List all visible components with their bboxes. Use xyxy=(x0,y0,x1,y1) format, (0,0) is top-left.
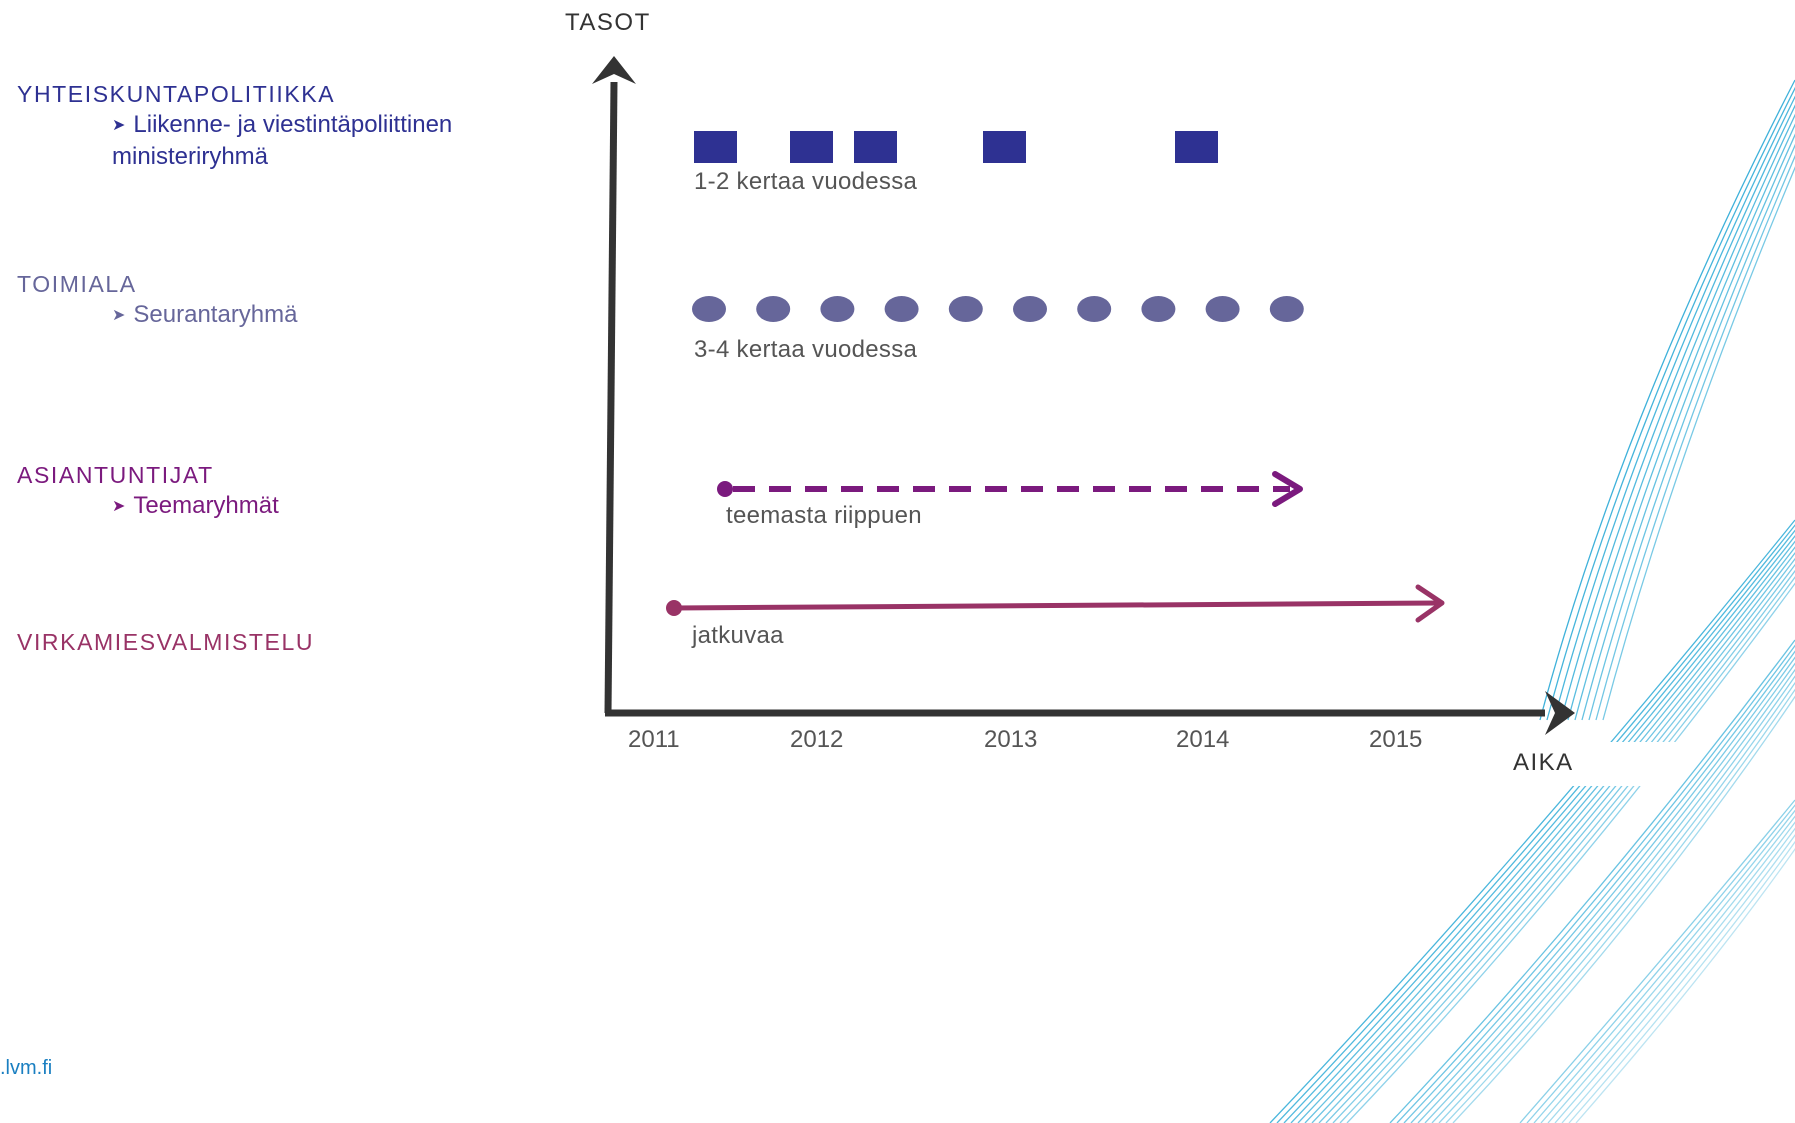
level-2-title: TOIMIALA xyxy=(17,271,137,297)
square-marker xyxy=(790,131,833,163)
decorative-curve xyxy=(1554,827,1795,1123)
decorative-curve xyxy=(1339,576,1795,1123)
circle-marker xyxy=(1013,296,1047,322)
circle-marker xyxy=(820,296,855,322)
x-axis xyxy=(605,691,1575,735)
square-marker xyxy=(1175,131,1218,163)
decorative-curve xyxy=(1332,569,1795,1123)
decorative-curve xyxy=(1389,639,1795,1123)
year-tick: 2014 xyxy=(1176,726,1230,753)
bullet-icon: ➤ xyxy=(112,117,126,134)
decorative-curve xyxy=(1547,821,1795,1123)
decorative-curve xyxy=(1539,79,1795,721)
decorative-curve xyxy=(1452,695,1795,1123)
decorative-curve xyxy=(1318,557,1795,1123)
decorative-curve xyxy=(1311,551,1795,1123)
row-4-caption: jatkuvaa xyxy=(692,622,784,649)
circle-marker xyxy=(692,296,726,322)
square-marker xyxy=(983,131,1026,163)
decorative-curve xyxy=(1431,675,1795,1123)
decorative-curve xyxy=(1526,804,1795,1123)
decorative-curve xyxy=(1424,668,1795,1123)
level-1-title: YHTEISKUNTAPOLITIIKKA xyxy=(17,81,336,107)
row-4-solid-arrow xyxy=(666,584,1445,623)
level-3-sub-text: Teemaryhmät xyxy=(133,492,279,519)
decorative-curve xyxy=(1581,133,1795,721)
decorative-curve xyxy=(1290,534,1795,1123)
decorative-curve xyxy=(1568,840,1795,1123)
decorative-curve xyxy=(1346,582,1795,1123)
decorative-curve xyxy=(1410,656,1795,1123)
row-2-caption: 3-4 kertaa vuodessa xyxy=(694,336,918,363)
decorative-curve xyxy=(1533,809,1795,1123)
decorative-curve xyxy=(1540,815,1795,1123)
level-3-sub: ➤ Teemaryhmät xyxy=(112,490,279,523)
bullet-icon: ➤ xyxy=(112,498,126,515)
circle-marker xyxy=(1205,296,1240,322)
y-axis xyxy=(592,56,636,714)
decorative-curve xyxy=(1276,524,1795,1123)
circle-marker xyxy=(756,296,791,322)
decorative-curve xyxy=(1553,95,1795,721)
row-2-markers xyxy=(692,296,1304,322)
decorative-curve xyxy=(1595,154,1795,721)
level-2-sub-text: Seurantaryhmä xyxy=(133,301,298,328)
circle-marker xyxy=(948,296,983,322)
dashed-arrow-head xyxy=(1272,471,1303,507)
decorative-curve xyxy=(1445,688,1795,1123)
decorative-curve xyxy=(1438,681,1795,1123)
x-axis-label: AIKA xyxy=(1513,749,1574,776)
circle-marker xyxy=(884,296,919,322)
decorative-curve xyxy=(1602,166,1795,721)
bullet-icon: ➤ xyxy=(112,307,126,324)
decorative-curve xyxy=(1574,123,1795,721)
level-1-sub: ➤ Liikenne- ja viestintäpoliittinen xyxy=(112,109,452,142)
label-backdrop xyxy=(1505,742,1680,786)
row-1-markers xyxy=(694,131,1218,163)
decorative-curve xyxy=(1396,644,1795,1123)
circle-marker xyxy=(1077,296,1112,322)
level-2-sub: ➤ Seurantaryhmä xyxy=(112,299,298,332)
row-1-caption: 1-2 kertaa vuodessa xyxy=(694,168,918,195)
decorative-curve xyxy=(1269,519,1795,1123)
row-3-dashed-arrow xyxy=(717,471,1303,507)
decorative-curve xyxy=(1561,834,1795,1123)
square-marker xyxy=(854,131,897,163)
footer-url: .lvm.fi xyxy=(0,1057,53,1079)
x-axis-arrowhead xyxy=(1545,691,1575,735)
decorative-curve xyxy=(1560,104,1795,721)
year-tick: 2013 xyxy=(984,726,1038,753)
decorative-curve xyxy=(1575,847,1795,1123)
level-3-title: ASIANTUNTIJAT xyxy=(17,462,214,488)
decorative-curve xyxy=(1567,113,1795,721)
level-1-sub-line2: ministeriryhmä xyxy=(112,143,269,170)
y-axis-label: TASOT xyxy=(565,9,651,36)
year-tick: 2011 xyxy=(628,726,680,753)
decorative-curve xyxy=(1283,529,1795,1123)
decorative-curve xyxy=(1546,86,1795,721)
decorative-curve xyxy=(1403,650,1795,1123)
level-1-sub-text: Liikenne- ja viestintäpoliittinen xyxy=(133,111,453,138)
decorative-curve xyxy=(1588,143,1795,721)
y-axis-arrowhead xyxy=(592,56,636,84)
year-tick: 2015 xyxy=(1369,726,1423,753)
square-marker xyxy=(694,131,737,163)
row-3-caption: teemasta riippuen xyxy=(726,502,922,529)
circle-marker xyxy=(1141,296,1176,322)
dashed-arrow-start-dot xyxy=(717,481,733,497)
decorative-curve xyxy=(1304,546,1795,1123)
year-tick: 2012 xyxy=(790,726,844,753)
circle-marker xyxy=(1269,296,1304,322)
decorative-curve xyxy=(1297,540,1795,1123)
decorative-curve xyxy=(1417,662,1795,1123)
level-4-title: VIRKAMIESVALMISTELU xyxy=(17,629,315,655)
decorative-curve xyxy=(1325,563,1795,1123)
decorative-curve xyxy=(1519,799,1795,1123)
solid-arrow-head xyxy=(1415,584,1445,623)
